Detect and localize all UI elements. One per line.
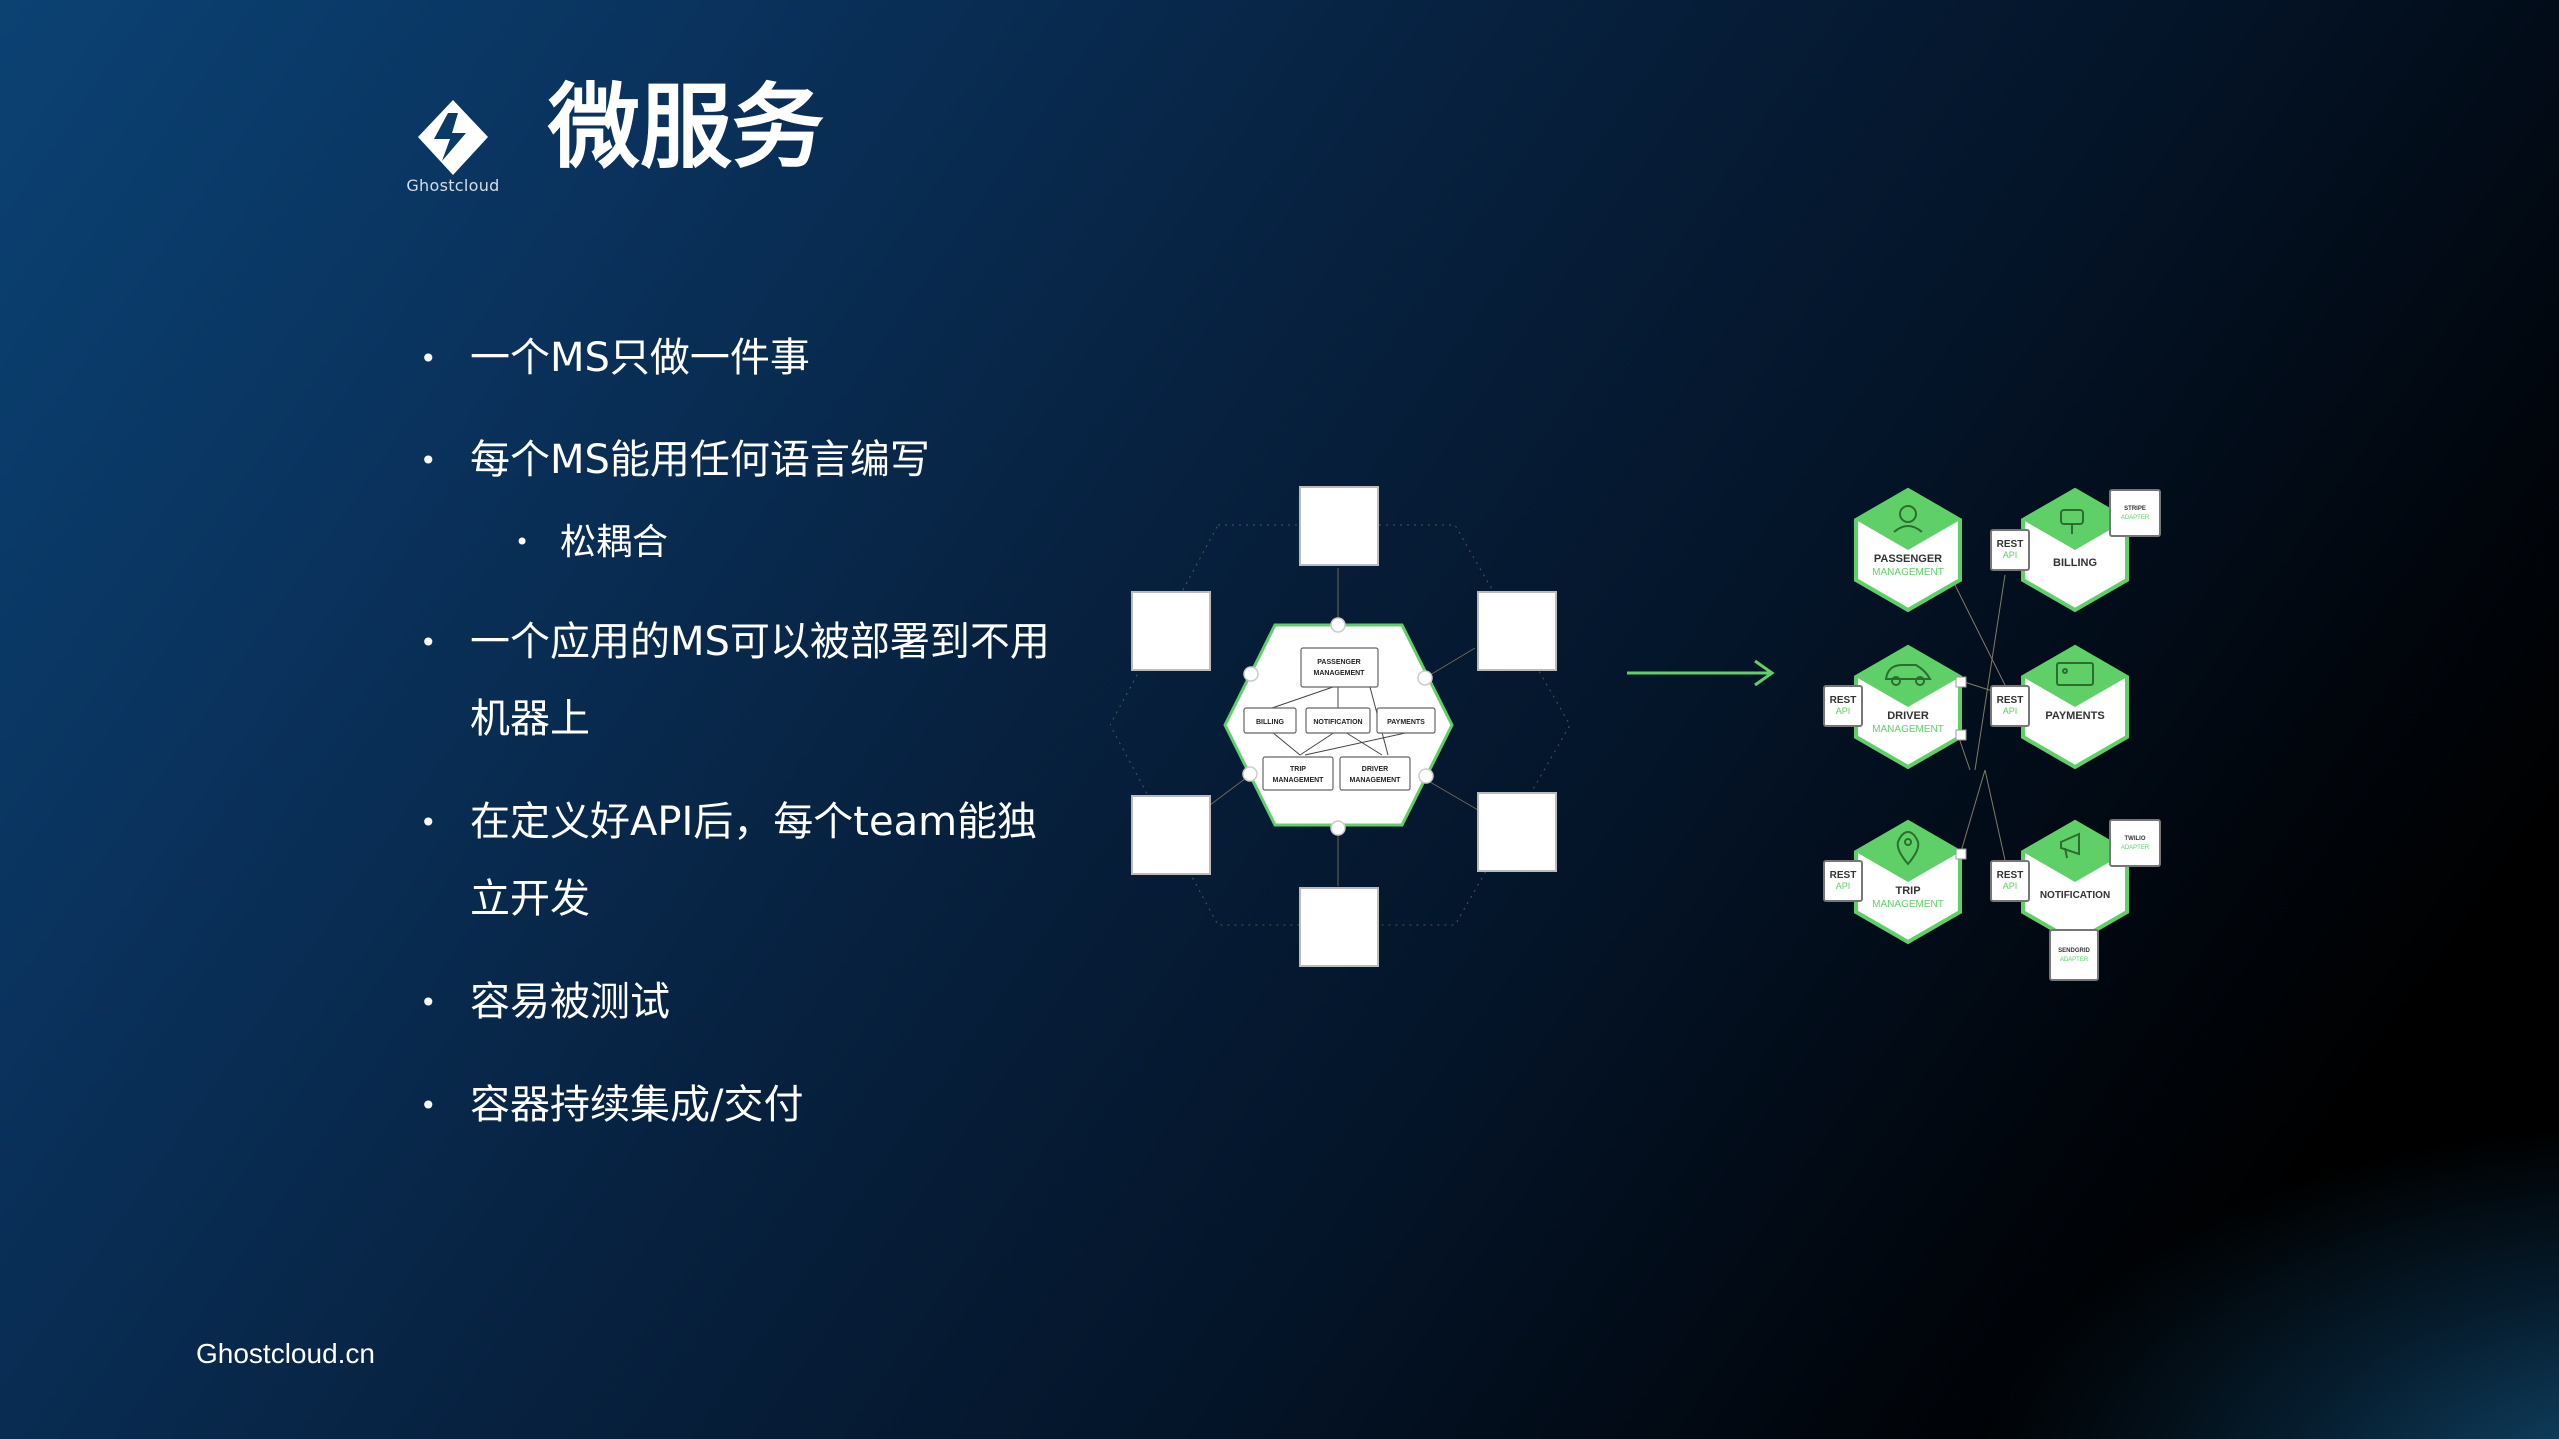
svg-text:API: API xyxy=(1836,706,1851,716)
mailbox-icon xyxy=(2060,509,2084,534)
svg-text:REST: REST xyxy=(1830,870,1857,881)
person-icon xyxy=(1893,505,1923,533)
megaphone-icon xyxy=(2060,832,2080,859)
svg-text:ADAPTER: ADAPTER xyxy=(2121,515,2150,521)
svg-text:REST: REST xyxy=(1830,695,1857,706)
service-trip-management: TRIP MANAGEMENT xyxy=(1854,820,1967,944)
svg-text:BILLING: BILLING xyxy=(1256,719,1285,726)
microservices-diagram: PASSENGER MANAGEMENT BILLING STRIPE ADAP… xyxy=(1823,488,2161,981)
svg-text:REST: REST xyxy=(1997,539,2024,550)
rest-api-box: REST API xyxy=(1823,860,1863,902)
rest-api-box: REST API xyxy=(1823,685,1863,727)
sendgrid-adapter-box: SENDGRID ADAPTER xyxy=(2049,929,2099,981)
ghostcloud-logo-icon xyxy=(418,100,488,175)
svg-text:TRIP: TRIP xyxy=(1895,885,1920,897)
svg-text:DRIVER: DRIVER xyxy=(1887,710,1929,722)
twilio-adapter-box: TWILIO ADAPTER xyxy=(2109,819,2161,867)
svg-text:PAYMENTS: PAYMENTS xyxy=(2045,710,2104,722)
svg-text:TRIP: TRIP xyxy=(1290,766,1306,773)
svg-text:STRIPE: STRIPE xyxy=(2124,506,2146,512)
arrow-right-icon xyxy=(1627,659,1775,687)
rest-api-box: REST API xyxy=(1990,860,2030,902)
card-icon xyxy=(2056,662,2094,686)
footer-link[interactable]: Ghostcloud.cn xyxy=(196,1338,375,1369)
rest-api-box: REST API xyxy=(1990,685,2030,727)
svg-text:MANAGEMENT: MANAGEMENT xyxy=(1872,899,1944,910)
svg-text:PASSENGER: PASSENGER xyxy=(1874,553,1942,565)
svg-text:DRIVER: DRIVER xyxy=(1362,766,1388,773)
svg-text:MANAGEMENT: MANAGEMENT xyxy=(1872,724,1944,735)
rest-api-box: REST API xyxy=(1990,529,2030,571)
svg-text:API: API xyxy=(2003,881,2018,891)
svg-text:NOTIFICATION: NOTIFICATION xyxy=(2040,890,2110,901)
svg-text:REST: REST xyxy=(1997,870,2024,881)
location-pin-icon xyxy=(1896,830,1920,866)
svg-text:MANAGEMENT: MANAGEMENT xyxy=(1314,670,1366,677)
deployment-box xyxy=(1131,486,1557,967)
svg-text:BILLING: BILLING xyxy=(2053,557,2097,569)
service-driver-management: DRIVER MANAGEMENT xyxy=(1854,645,1967,769)
service-notification: NOTIFICATION xyxy=(2021,820,2129,944)
stripe-adapter-box: STRIPE ADAPTER xyxy=(2109,489,2161,537)
svg-text:TWILIO: TWILIO xyxy=(2125,836,2146,842)
svg-text:API: API xyxy=(1836,881,1851,891)
car-icon xyxy=(1884,664,1932,686)
svg-text:API: API xyxy=(2003,550,2018,560)
monolith-diagram: PASSENGER MANAGEMENT BILLING NOTIFICATIO… xyxy=(1110,486,1571,967)
svg-text:PASSENGER: PASSENGER xyxy=(1317,659,1360,666)
service-passenger-management: PASSENGER MANAGEMENT xyxy=(1854,488,1962,612)
svg-text:MANAGEMENT: MANAGEMENT xyxy=(1872,567,1944,578)
logo-text: Ghostcloud xyxy=(406,176,500,195)
service-billing: BILLING xyxy=(2021,488,2129,612)
page-title: 微服务 xyxy=(548,74,825,181)
svg-text:ADAPTER: ADAPTER xyxy=(2121,845,2150,851)
svg-text:REST: REST xyxy=(1997,695,2024,706)
svg-text:MANAGEMENT: MANAGEMENT xyxy=(1350,777,1402,784)
service-payments: PAYMENTS xyxy=(2021,645,2129,769)
svg-text:API: API xyxy=(2003,706,2018,716)
svg-text:PAYMENTS: PAYMENTS xyxy=(1387,719,1425,726)
svg-text:NOTIFICATION: NOTIFICATION xyxy=(1313,719,1362,726)
svg-text:SENDGRID: SENDGRID xyxy=(2058,948,2090,954)
svg-text:MANAGEMENT: MANAGEMENT xyxy=(1273,777,1325,784)
svg-text:ADAPTER: ADAPTER xyxy=(2060,957,2089,963)
